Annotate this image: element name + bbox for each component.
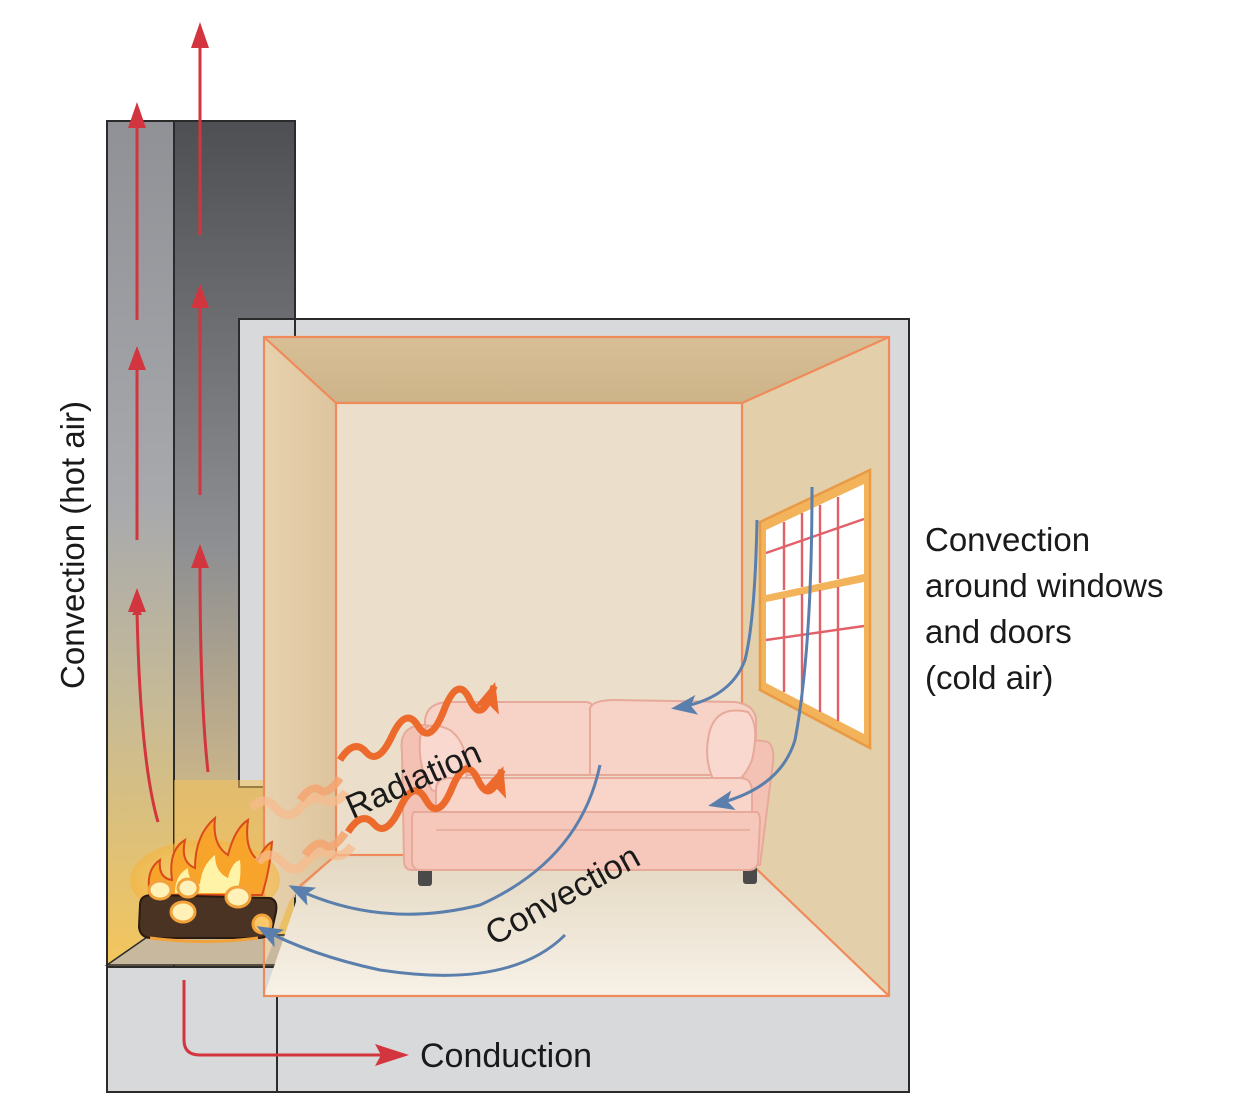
couch-pillow bbox=[706, 709, 757, 787]
window-label-line4: (cold air) bbox=[925, 659, 1053, 696]
window-grid bbox=[765, 497, 865, 721]
chimney-flue-left bbox=[106, 120, 175, 968]
room-convection-arrows bbox=[256, 486, 814, 977]
radiation-wave bbox=[337, 682, 499, 762]
fireplace-fire bbox=[130, 815, 280, 943]
chimney-hot-arrowheads bbox=[128, 22, 209, 612]
hot-air-arrow bbox=[198, 564, 210, 773]
conduction-label: Conduction bbox=[420, 1037, 592, 1075]
cold-air-arrow bbox=[256, 926, 567, 977]
window-label-line3: and doors bbox=[925, 613, 1072, 650]
radiation-wave-faded bbox=[254, 843, 356, 874]
cold-air-arrow bbox=[708, 486, 814, 811]
room-ceiling bbox=[264, 337, 889, 403]
conduction-arrow bbox=[182, 980, 409, 1066]
window-label-line2: around windows bbox=[925, 567, 1163, 604]
room-floor bbox=[264, 855, 889, 996]
window-label-line1: Convection bbox=[925, 521, 1090, 558]
radiation-wave bbox=[345, 765, 507, 834]
couch bbox=[400, 698, 775, 886]
hot-air-arrow bbox=[132, 605, 160, 823]
chimney-hot-arrows bbox=[132, 40, 210, 823]
cold-air-arrow bbox=[288, 764, 602, 916]
radiation-wave-faded bbox=[248, 789, 350, 820]
window bbox=[758, 468, 872, 751]
radiation-waves bbox=[248, 682, 507, 874]
cold-air-arrow bbox=[671, 519, 759, 715]
chimney-convection-label: Convection (hot air) bbox=[54, 401, 91, 689]
